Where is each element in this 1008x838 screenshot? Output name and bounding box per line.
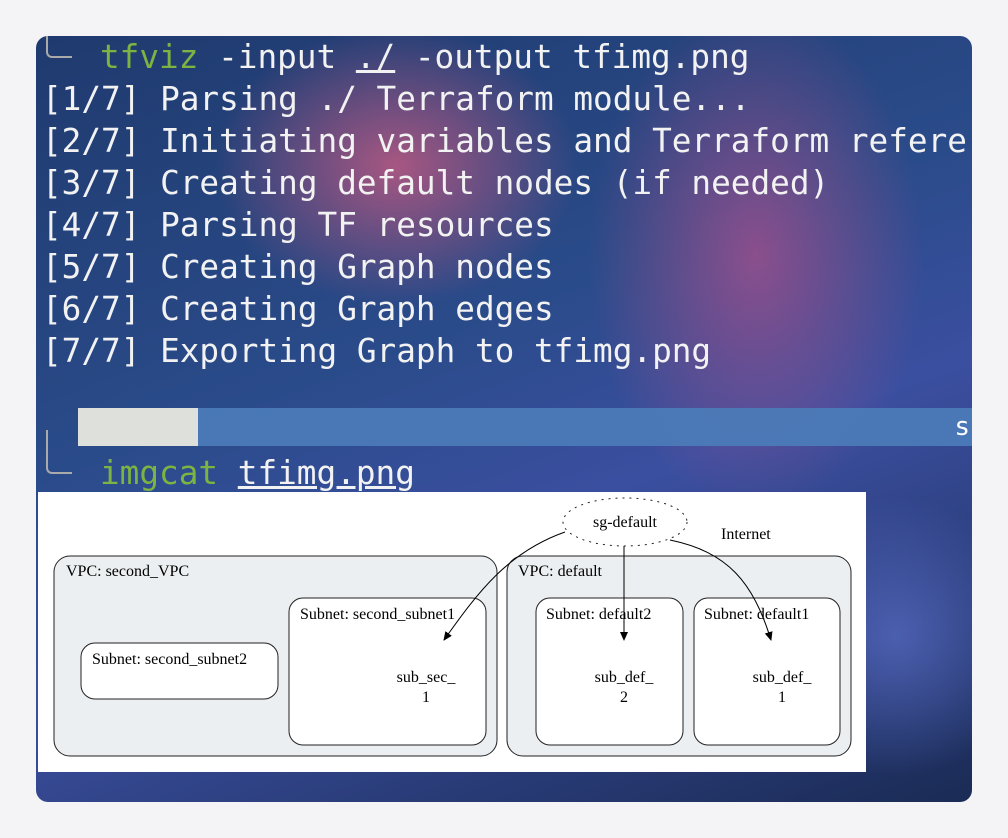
cmd-args: -input bbox=[198, 38, 356, 76]
subnet-default1-label: Subnet: default1 bbox=[704, 606, 809, 623]
subnet-second2 bbox=[80, 642, 279, 700]
vpc-default-label: VPC: default bbox=[518, 563, 603, 580]
node-sub-sec-1: sub_sec_ bbox=[397, 669, 457, 686]
node-sub-sec-1-line2: 1 bbox=[422, 689, 430, 706]
prompt-bracket bbox=[46, 36, 72, 58]
output-line: [6/7] Creating Graph edges bbox=[42, 290, 554, 328]
output-line: [7/7] Exporting Graph to tfimg.png bbox=[42, 332, 712, 370]
cmd-program: tfviz bbox=[100, 38, 199, 76]
output-line: [4/7] Parsing TF resources bbox=[42, 206, 554, 244]
graph-image: VPC: second_VPC VPC: default Subnet: sec… bbox=[38, 492, 866, 772]
subnet-default2-label: Subnet: default2 bbox=[546, 606, 651, 623]
node-sub-def-1: sub_def_ bbox=[753, 669, 813, 686]
subnet-second1-label: Subnet: second_subnet1 bbox=[300, 606, 455, 623]
vpc-second-label: VPC: second_VPC bbox=[66, 563, 189, 580]
output-line: [2/7] Initiating variables and Terraform… bbox=[42, 122, 967, 160]
node-sg-default bbox=[562, 497, 688, 547]
output-line: [5/7] Creating Graph nodes bbox=[42, 248, 554, 286]
prompt-tail: s bbox=[954, 412, 970, 442]
cmd-arg: tfimg.png bbox=[237, 454, 415, 492]
subnet-second2-label: Subnet: second_subnet2 bbox=[92, 651, 247, 668]
terminal-window: tfviz -input ./ -output tfimg.png [1/7] … bbox=[36, 36, 972, 802]
node-sub-def-2: sub_def_ bbox=[595, 669, 655, 686]
subnet-default2 bbox=[535, 597, 684, 746]
imgcat-command: imgcat tfimg.png bbox=[100, 452, 415, 494]
cmd-args-output: -output tfimg.png bbox=[395, 38, 750, 76]
sg-default-label: sg-default bbox=[593, 514, 658, 531]
cmd-input-path: ./ bbox=[355, 38, 396, 76]
terminal-output: tfviz -input ./ -output tfimg.png [1/7] … bbox=[42, 36, 967, 372]
edge-sg-sub-def1 bbox=[669, 539, 773, 641]
cmd-program: imgcat bbox=[100, 454, 219, 492]
edge-label-internet: Internet bbox=[721, 526, 771, 543]
subnet-second1 bbox=[288, 597, 487, 746]
node-sub-def-2-line2: 2 bbox=[620, 689, 628, 706]
prompt-bracket bbox=[46, 430, 72, 474]
edge-sg-sub-sec bbox=[443, 531, 566, 641]
output-line: [1/7] Parsing ./ Terraform module... bbox=[42, 80, 751, 118]
subnet-default1 bbox=[693, 597, 841, 746]
output-line: [3/7] Creating default nodes (if needed) bbox=[42, 164, 830, 202]
node-sub-def-1-line2: 1 bbox=[778, 689, 786, 706]
redacted-prompt bbox=[78, 408, 972, 446]
